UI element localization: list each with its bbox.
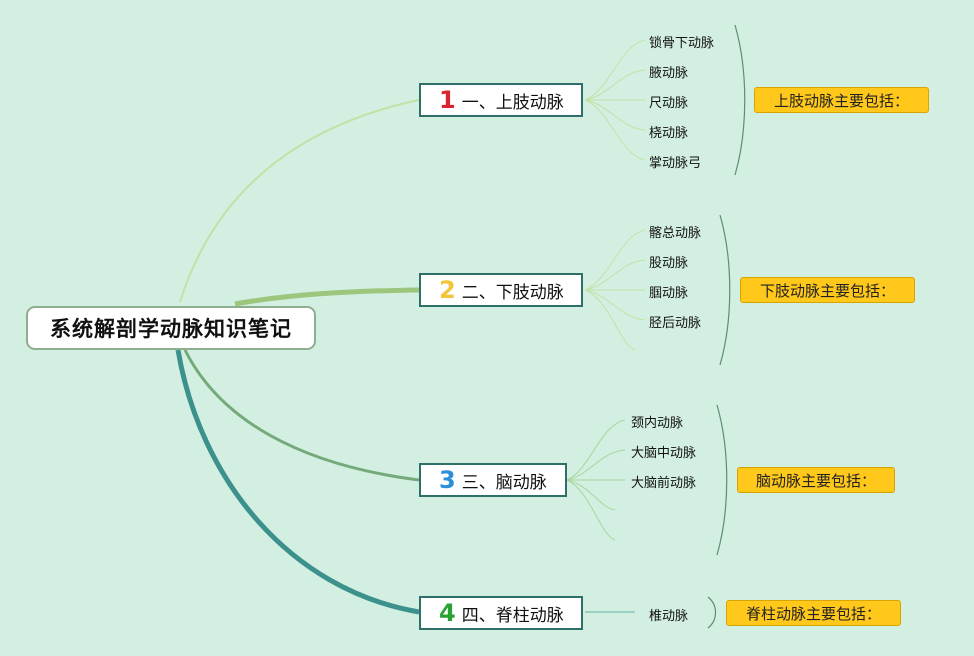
number-badge: 4 (439, 599, 456, 627)
leaf-item[interactable]: 腘动脉 (649, 286, 689, 301)
root-topic[interactable]: 系统解剖学动脉知识笔记 (26, 306, 316, 350)
branch-label: 二、下肢动脉 (461, 282, 564, 303)
branch-brain[interactable]: 3 三、脑动脉 (419, 463, 567, 497)
brace-3 (716, 404, 728, 556)
branch-upper-limb[interactable]: 1 一、上肢动脉 (419, 83, 583, 117)
leaf-item[interactable]: 尺动脉 (649, 96, 689, 111)
leaf-item[interactable]: 颈内动脉 (631, 416, 684, 431)
leaf-item[interactable]: 股动脉 (649, 256, 689, 271)
summary-label[interactable]: 上肢动脉主要包括： (754, 87, 929, 113)
leaf-item[interactable]: 掌动脉弓 (649, 156, 702, 171)
branch-label: 一、上肢动脉 (461, 92, 564, 113)
fan-2 (584, 229, 646, 351)
branch-label: 三、脑动脉 (461, 472, 547, 493)
branch-label: 四、脊柱动脉 (461, 605, 564, 626)
connector-branch-3 (183, 349, 420, 482)
leaf-item[interactable]: 椎动脉 (649, 609, 689, 624)
connector-branch-1 (179, 99, 420, 303)
leaf-item[interactable]: 锁骨下动脉 (649, 36, 715, 51)
brace-2 (719, 214, 731, 366)
brace-1 (734, 24, 746, 176)
summary-label[interactable]: 脑动脉主要包括： (737, 467, 895, 493)
leaf-item[interactable]: 胫后动脉 (649, 316, 702, 331)
connector-branch-2 (234, 287, 420, 307)
fan-3 (566, 419, 626, 541)
brace-4 (707, 596, 717, 629)
number-badge: 1 (439, 86, 456, 114)
leaf-item[interactable]: 大脑前动脉 (631, 476, 697, 491)
branch-lower-limb[interactable]: 2 二、下肢动脉 (419, 273, 583, 307)
leaf-item[interactable]: 桡动脉 (649, 126, 689, 141)
leaf-item[interactable]: 髂总动脉 (649, 226, 702, 241)
leaf-item[interactable]: 大脑中动脉 (631, 446, 697, 461)
number-badge: 3 (439, 466, 456, 494)
summary-label[interactable]: 下肢动脉主要包括： (740, 277, 915, 303)
connector-branch-4 (175, 349, 420, 615)
fan-1 (584, 39, 646, 161)
number-badge: 2 (439, 276, 456, 304)
summary-label[interactable]: 脊柱动脉主要包括： (726, 600, 901, 626)
branch-spine[interactable]: 4 四、脊柱动脉 (419, 596, 583, 630)
leaf-item[interactable]: 腋动脉 (649, 66, 689, 81)
